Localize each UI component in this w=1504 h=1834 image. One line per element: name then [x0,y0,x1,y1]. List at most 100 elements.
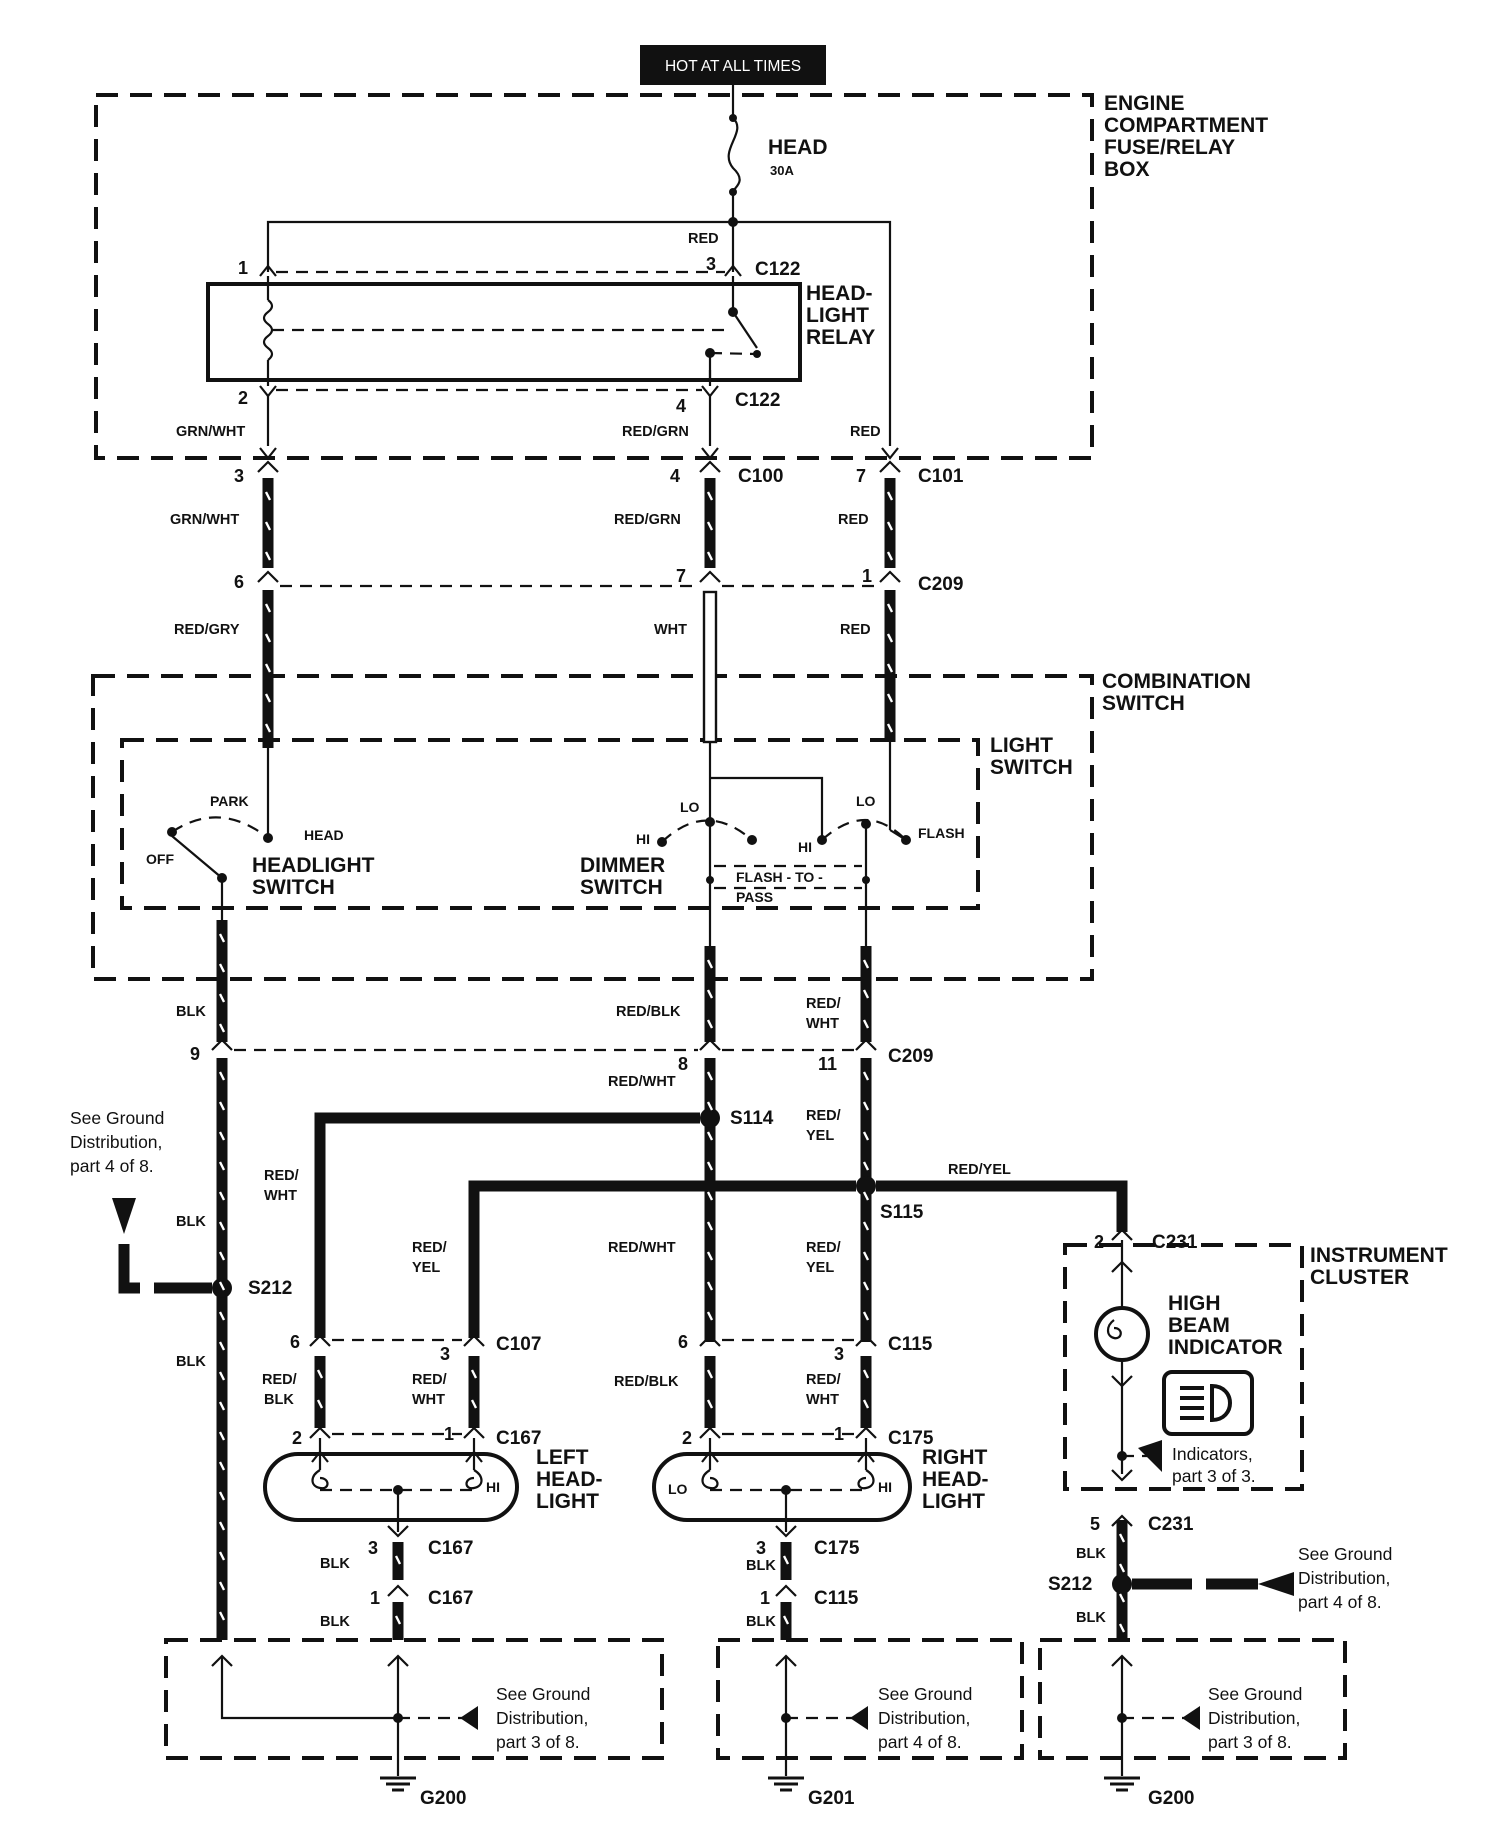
c101-pin-7-label: 7 [856,466,866,486]
ground-box-g200-right [1038,1638,1347,1760]
wire-tick [218,1221,226,1231]
g200-right-label: G200 [1148,1788,1194,1809]
flash-to-pass-label: FLASH - TO - PASS [736,869,823,905]
svg-text:part 4 of 8.: part 4 of 8. [70,1156,154,1176]
right-headlight [652,1438,912,1532]
wire-tick [862,1071,870,1081]
svg-text:BEAM: BEAM [1168,1314,1230,1337]
red-feed-wire [733,220,892,446]
wire-tick [470,1369,478,1379]
c231-pin-2-label: 2 [1094,1232,1104,1252]
svg-text:CLUSTER: CLUSTER [1310,1266,1409,1289]
c122-pin-2 [259,385,277,398]
c209-lower-name: C209 [888,1046,933,1067]
red-yel-label-4: RED/ YEL [806,1240,841,1276]
wire-tick [782,1615,790,1625]
c115-name: C115 [888,1334,933,1355]
s212-left-label: S212 [248,1278,292,1299]
red-wht-label-2: RED/WHT [608,1074,676,1090]
c100-pin-4 [699,460,721,473]
svg-text:See Ground: See Ground [70,1108,164,1128]
wire-tick [264,491,272,501]
wire-tick [706,1191,714,1201]
wire-red-wht-left-branch [314,1112,700,1338]
wire-tick [218,1521,226,1531]
wire-tick [886,491,894,501]
wire-tick [218,1371,226,1381]
wire-tick [264,551,272,561]
wire-tick [706,1311,714,1321]
blk-label-4: BLK [320,1556,350,1572]
svg-text:PASS: PASS [736,889,773,905]
svg-text:part 3 of 8.: part 3 of 8. [1208,1732,1292,1752]
svg-text:INSTRUMENT: INSTRUMENT [1310,1244,1448,1267]
svg-text:COMBINATION: COMBINATION [1102,670,1251,693]
wire-red-yel-right-branch [876,1180,1128,1232]
wire-tick [264,603,272,613]
relay-coil-feed-wire [266,220,733,272]
svg-text:SWITCH: SWITCH [990,756,1073,779]
svg-text:RED/: RED/ [806,1108,841,1124]
wire-tick [218,1551,226,1561]
svg-text:LEFT: LEFT [536,1446,589,1469]
relay-contact [705,276,761,386]
wire-tick [394,1555,402,1565]
c122-pin-4-label: 4 [676,396,686,416]
wire-tick [862,1221,870,1231]
svg-text:HEAD-: HEAD- [806,282,873,305]
s114-label: S114 [730,1108,774,1129]
pos-hi-1: HI [636,831,650,847]
headlight-switch [167,816,273,920]
head-fuse [727,85,741,222]
wire-tick [218,1311,226,1321]
blk-label-3: BLK [176,1354,206,1370]
pos-lo-2: LO [856,793,876,809]
wire-tick [862,1281,870,1291]
svg-text:HEAD-: HEAD- [922,1468,989,1491]
blk-label-8: BLK [1076,1546,1106,1562]
wire-tick [218,933,226,943]
red-label-2: RED [840,622,871,638]
fuse-relay-box-boundary [94,93,1094,460]
svg-text:LIGHT: LIGHT [536,1490,599,1513]
wire-tick [706,1281,714,1291]
fuse-name: HEAD [768,136,828,159]
wire-tick [862,1369,870,1379]
wire-tick [886,521,894,531]
hot-at-all-times-banner [640,45,826,85]
right-hi-label: HI [878,1479,892,1495]
wire-tick [394,1615,402,1625]
left-headlight [263,1438,519,1532]
wire-tick [218,1191,226,1201]
wire-tick [706,1131,714,1141]
c107-pin-3-label: 3 [440,1344,450,1364]
c115-pin-3-label: 3 [834,1344,844,1364]
c122-bottom-name: C122 [735,390,780,411]
c175-pin-3-label: 3 [756,1538,766,1558]
c167-pin-1-label: 1 [444,1424,454,1444]
c100-pin-4-label: 4 [670,466,680,486]
wire-red-yel-left-branch [468,1180,856,1338]
wire-tick [218,1401,226,1411]
c175-gnd-name: C175 [814,1538,860,1559]
svg-text:YEL: YEL [412,1260,440,1276]
gd-note-g200-right: See Ground Distribution, part 3 of 8. [1208,1684,1302,1752]
red-yel-label-1: RED/ YEL [806,1108,841,1144]
instrument-cluster-boundary [1063,1243,1304,1491]
high-beam-indicator-label: HIGH BEAM INDICATOR [1168,1292,1283,1359]
wire-tick [264,633,272,643]
svg-text:HEAD-: HEAD- [536,1468,603,1491]
wire-tick [706,1071,714,1081]
c122-top-name: C122 [755,259,800,280]
c231-pin-5-label: 5 [1090,1514,1100,1534]
svg-text:Distribution,: Distribution, [1208,1708,1300,1728]
right-lo-label: LO [668,1481,688,1497]
blk-label-2: BLK [176,1214,206,1230]
svg-text:Distribution,: Distribution, [1298,1568,1390,1588]
c115-pin-6-label: 6 [678,1332,688,1352]
gd-note-g200-left: See Ground Distribution, part 3 of 8. [496,1684,590,1752]
dimmer-switch-label: DIMMER SWITCH [580,854,665,899]
svg-text:See Ground: See Ground [496,1684,590,1704]
wire-tick [886,633,894,643]
svg-text:ENGINE: ENGINE [1104,92,1185,115]
